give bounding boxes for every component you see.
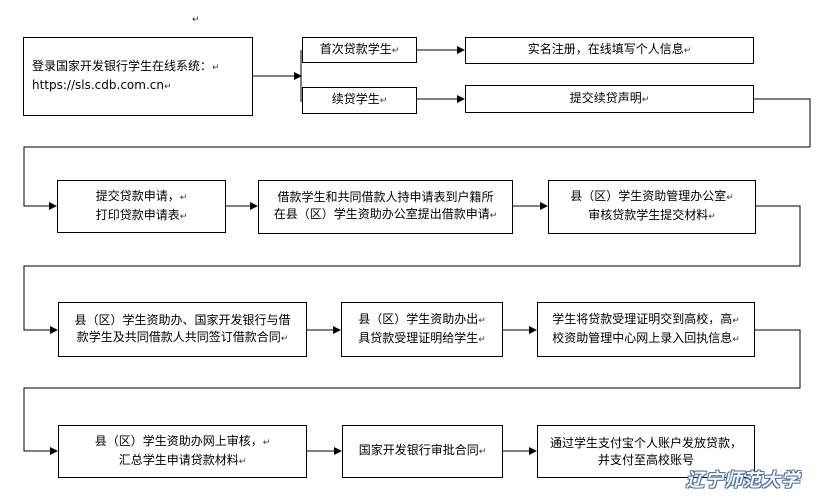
issue-certificate-line2: 具贷款受理证明给学生 bbox=[358, 330, 479, 345]
sign-contract-line1: 县（区）学生资助办、国家开发银行与借 bbox=[74, 312, 291, 327]
bring-to-office-box: 借款学生和共同借款人持申请表到户籍所 在县（区）学生资助办公室提出借款申请↵ bbox=[258, 180, 513, 234]
renewal-statement-box: 提交续贷声明↵ bbox=[465, 85, 754, 113]
renewal-statement-text: 提交续贷声明 bbox=[569, 90, 642, 105]
issue-certificate-box: 县（区）学生资助办出↵ 具贷款受理证明给学生↵ bbox=[341, 302, 503, 357]
register-box: 实名注册，在线填写个人信息↵ bbox=[465, 37, 754, 64]
submit-application-box: 提交贷款申请，↵ 打印贷款申请表↵ bbox=[57, 180, 226, 233]
bank-approval-text: 国家开发银行审批合同 bbox=[358, 443, 479, 457]
submit-to-school-line1: 学生将贷款受理证明交到高校，高 bbox=[552, 311, 733, 326]
bank-approval-box: 国家开发银行审批合同↵ bbox=[342, 425, 503, 478]
submit-application-line1: 提交贷款申请， bbox=[95, 188, 180, 203]
county-review-box: 县（区）学生资助管理办公室↵ 审核贷款学生提交材料↵ bbox=[548, 180, 756, 234]
renewal-text: 续贷学生 bbox=[331, 92, 380, 106]
wrap-connector-2 bbox=[23, 205, 801, 334]
wrap-connector-3 bbox=[23, 329, 801, 455]
online-review-line1: 县（区）学生资助办网上审核， bbox=[94, 433, 263, 448]
sign-contract-box: 县（区）学生资助办、国家开发银行与借 款学生及共同借款人共同签订借款合同↵ bbox=[58, 302, 307, 357]
online-review-box: 县（区）学生资助办网上审核，↵ 汇总学生申请贷款材料↵ bbox=[58, 425, 307, 478]
renewal-box: 续贷学生↵ bbox=[302, 87, 417, 114]
login-url: https://sls.cdb.com.cn bbox=[32, 77, 164, 92]
county-review-line2: 审核贷款学生提交材料 bbox=[588, 208, 709, 222]
disbursement-line2: 并支付至高校账号 bbox=[597, 452, 694, 467]
disbursement-line1: 通过学生支付宝个人账户发放贷款， bbox=[549, 435, 742, 450]
first-loan-box: 首次贷款学生↵ bbox=[302, 37, 417, 63]
login-box: 登录国家开发银行学生在线系统：↵ https://sls.cdb.com.cn↵ bbox=[23, 37, 253, 116]
disbursement-box: 通过学生支付宝个人账户发放贷款， 并支付至高校账号 bbox=[537, 425, 755, 478]
submit-application-line2: 打印贷款申请表 bbox=[95, 207, 180, 222]
bring-to-office-line1: 借款学生和共同借款人持申请表到户籍所 bbox=[277, 190, 494, 204]
register-text: 实名注册，在线填写个人信息 bbox=[527, 42, 684, 56]
paragraph-mark: ↵ bbox=[192, 15, 200, 25]
issue-certificate-line1: 县（区）学生资助办出 bbox=[358, 311, 479, 326]
submit-to-school-box: 学生将贷款受理证明交到高校，高↵ 校资助管理中心网上录入回执信息↵ bbox=[537, 302, 755, 357]
login-text: 登录国家开发银行学生在线系统： bbox=[32, 58, 213, 73]
bring-to-office-line2: 在县（区）学生资助办公室提出借款申请 bbox=[273, 207, 490, 221]
first-loan-text: 首次贷款学生 bbox=[319, 41, 392, 56]
online-review-line2: 汇总学生申请贷款材料 bbox=[118, 452, 239, 467]
county-review-line1: 县（区）学生资助管理办公室 bbox=[570, 189, 727, 203]
sign-contract-line2: 款学生及共同借款人共同签订借款合同 bbox=[76, 329, 281, 344]
submit-to-school-line2: 校资助管理中心网上录入回执信息 bbox=[552, 330, 733, 345]
university-watermark: 辽宁师范大学 bbox=[686, 470, 800, 491]
wrap-connector-1 bbox=[23, 98, 811, 210]
